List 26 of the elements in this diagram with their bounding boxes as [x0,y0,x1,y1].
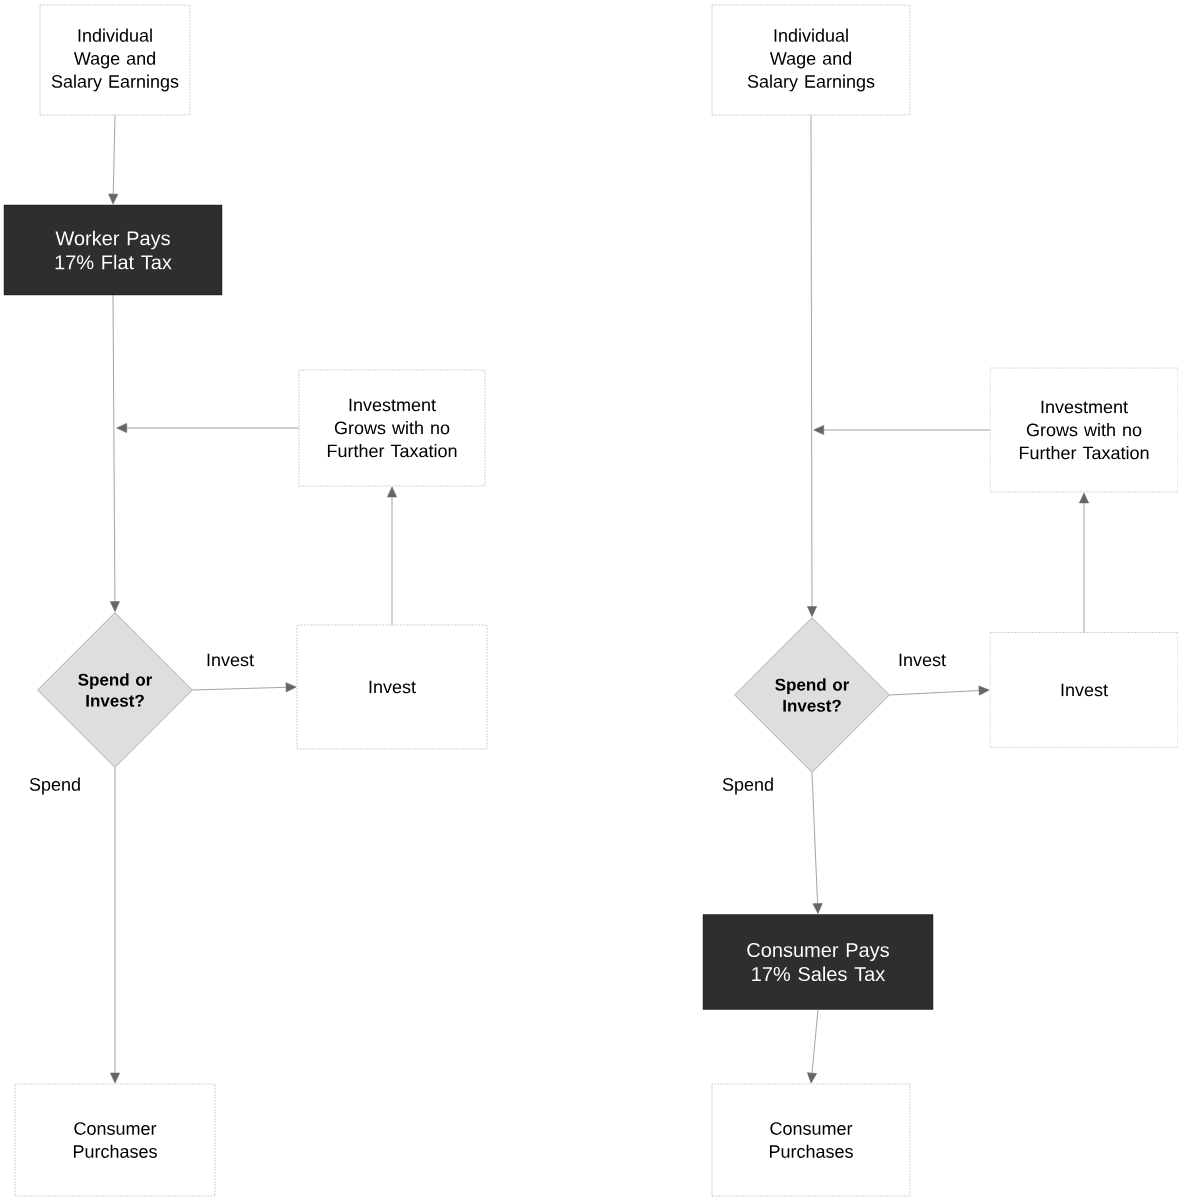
edge-label: Spend [28,776,83,796]
arrow [192,682,297,693]
process-box: Investment Grows with no Further Taxation [298,369,486,487]
arrow [813,425,991,435]
process-box: Consumer Purchases [14,1083,216,1197]
process-box: Consumer Pays 17% Sales Tax [702,914,934,1010]
process-box: Worker Pays 17% Flat Tax [3,204,223,296]
process-box: Consumer Purchases [711,1083,911,1197]
process-box: Investment Grows with no Further Taxation [989,367,1178,493]
arrow [807,114,817,617]
arrow [116,423,300,433]
process-box: Individual Wage and Salary Earnings [711,4,911,116]
process-box: Invest [989,632,1178,748]
arrow [110,767,120,1084]
arrow [110,294,120,612]
arrow [811,772,823,914]
edge-label: Invest [897,652,947,668]
arrow [1079,492,1089,633]
process-box: Invest [296,624,488,750]
arrow [108,114,119,205]
process-box: Individual Wage and Salary Earnings [39,4,191,116]
arrow [889,685,990,696]
edge-label: Spend [721,776,776,796]
edge-label: Invest [205,652,255,668]
arrow [387,486,397,626]
arrow [807,1009,819,1084]
